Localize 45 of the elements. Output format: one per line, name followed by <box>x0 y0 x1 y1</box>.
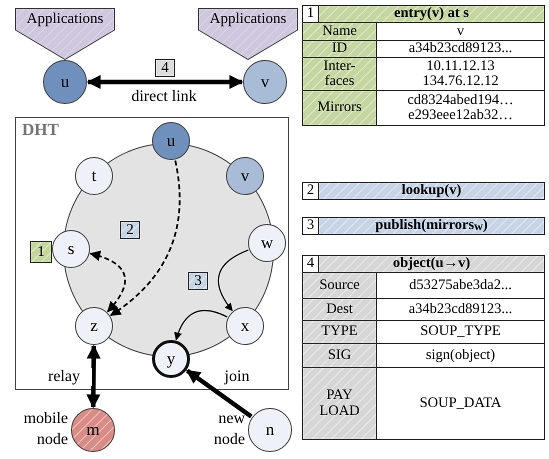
key-cell: Name <box>302 22 377 41</box>
callout-number: 3 <box>188 272 208 290</box>
value-cell: SOUP_DATA <box>376 367 545 440</box>
key-cell: Inter- faces <box>302 57 377 91</box>
arrow <box>86 75 244 89</box>
peer-node: t <box>75 157 113 195</box>
data-table <box>302 5 545 128</box>
value-cell: cd8324abed194… e293eee12ab32… <box>376 90 545 126</box>
peer-node: v <box>226 157 264 195</box>
peer-node: w <box>248 224 286 262</box>
peer-node: z <box>75 307 113 345</box>
table-title: lookup(v) <box>318 182 545 200</box>
callout-number: 1 <box>30 241 52 263</box>
arrow <box>110 160 180 316</box>
arrow <box>174 310 228 340</box>
key-cell: Mirrors <box>302 90 377 126</box>
node-caption: new node <box>212 409 245 450</box>
node-caption: mobile node <box>22 409 68 450</box>
key-cell: PAY LOAD <box>302 367 377 440</box>
peer-node: x <box>226 307 264 345</box>
peer-node: s <box>52 230 90 268</box>
application-layer-shape <box>198 8 298 60</box>
panel-title: DHT <box>22 121 59 140</box>
application-layer-shape <box>15 8 115 60</box>
arrow <box>186 368 253 418</box>
arrow <box>86 344 101 408</box>
key-cell: ID <box>302 40 377 58</box>
callout-number: 2 <box>120 221 140 239</box>
arrow <box>89 250 126 312</box>
peer-node: v <box>243 60 287 104</box>
key-cell: Dest <box>302 298 377 321</box>
peer-node: u <box>43 60 87 104</box>
layer-label: Applications <box>208 11 288 28</box>
callout-number: 4 <box>155 59 175 77</box>
table-title: entry(v) at s <box>318 5 545 23</box>
callout-number: 3 <box>302 217 319 235</box>
table-title: object(u→v) <box>318 255 545 273</box>
key-cell: SIG <box>302 343 377 368</box>
arrow <box>218 250 249 312</box>
key-cell: Source <box>302 272 377 299</box>
callout-number: 2 <box>302 182 319 200</box>
key-cell: TYPE <box>302 320 377 344</box>
layer-label: Applications <box>26 11 104 28</box>
dht-panel <box>15 117 289 390</box>
peer-node: u <box>152 122 190 160</box>
